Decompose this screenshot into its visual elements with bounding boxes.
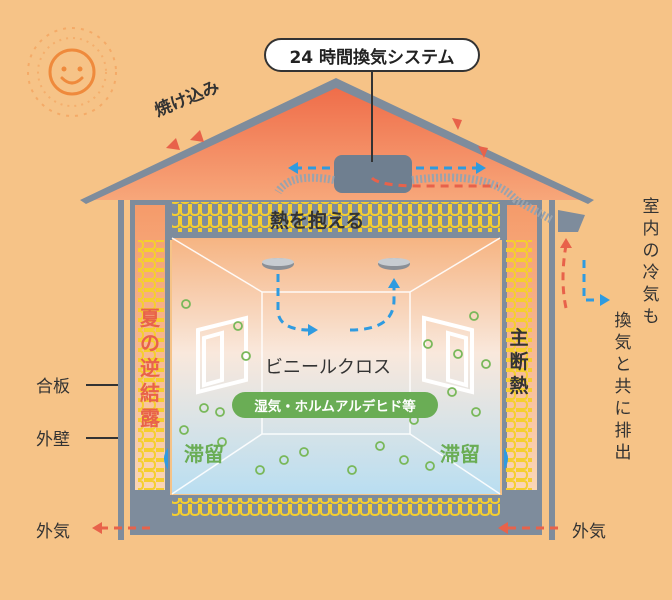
left-insulation-coil — [138, 240, 164, 490]
caption-char: 換 — [614, 311, 632, 331]
right-window — [422, 315, 474, 395]
caption-char: 室 — [642, 197, 660, 217]
ventilation-unit-icon — [274, 155, 554, 224]
room-perspective-lines — [171, 237, 501, 495]
humidity-pill-text: 湿気・ホルムアルデヒド等 — [254, 399, 416, 415]
plywood-leader — [86, 384, 118, 386]
caption-char: 共 — [614, 377, 632, 397]
outer-wall-leader — [86, 437, 118, 439]
floor-insulation-coil — [172, 498, 500, 516]
roof — [85, 82, 590, 200]
caption-char: 出 — [614, 443, 632, 463]
exterior-siding — [118, 200, 124, 540]
vinyl-cloth-label: ビニールクロス — [265, 357, 391, 378]
right-caption-col1: 室 内 の 冷 気 も — [640, 196, 662, 328]
main-insulation-label: 主 断 熱 — [507, 326, 531, 398]
system-label: 24 時間換気システム — [264, 38, 480, 72]
caption-char: 内 — [642, 219, 660, 239]
condensation-left — [164, 448, 168, 470]
caption-char: 気 — [614, 333, 632, 353]
caption-char: 冷 — [642, 263, 660, 283]
arrow-heads — [92, 118, 610, 534]
caption-char: 気 — [642, 285, 660, 305]
ceiling-vent-icon — [262, 258, 294, 270]
outer-wall-label: 外壁 — [36, 430, 70, 450]
summer-condensation-label: 夏 の 逆 結 露 — [139, 306, 161, 431]
room-interior — [172, 238, 500, 494]
natsu-char: 逆 — [140, 356, 160, 380]
natsu-char: 結 — [140, 381, 160, 405]
sun-icon — [27, 27, 117, 117]
natsu-char: の — [140, 331, 160, 355]
exhaust-hood — [558, 210, 585, 232]
stagnant-right-label: 滞留 — [440, 442, 480, 466]
humidity-particles — [179, 299, 491, 475]
dannetsu-char: 断 — [509, 351, 529, 373]
stagnant-left-label: 滞留 — [184, 442, 224, 466]
outside-air-left-label: 外気 — [36, 522, 70, 542]
ceiling-insulation-coil — [172, 202, 500, 232]
exterior-siding-right — [549, 200, 555, 540]
right-caption-col2: 換 気 と 共 に 排 出 — [612, 310, 634, 464]
dannetsu-char: 熱 — [509, 375, 529, 397]
caption-char: の — [642, 241, 660, 261]
natsu-char: 夏 — [140, 306, 160, 330]
plywood-label: 合板 — [36, 377, 70, 397]
ceiling-vent-icon — [378, 258, 410, 270]
condensation-right — [504, 448, 508, 470]
caption-char: に — [614, 399, 632, 419]
caption-char: も — [642, 307, 660, 327]
system-leader-line — [371, 72, 373, 162]
natsu-char: 露 — [140, 406, 160, 430]
heat-label: 熱を抱える — [270, 210, 365, 232]
left-window — [196, 315, 248, 395]
caption-char: 排 — [614, 421, 632, 441]
airflow-arrows — [100, 166, 600, 530]
humidity-pill: 湿気・ホルムアルデヒド等 — [232, 392, 438, 418]
system-label-text: 24 時間換気システム — [289, 47, 455, 68]
dannetsu-char: 主 — [509, 327, 529, 349]
right-insulation-coil — [506, 240, 532, 490]
caption-char: と — [614, 355, 632, 375]
outside-air-right-label: 外気 — [572, 522, 606, 542]
